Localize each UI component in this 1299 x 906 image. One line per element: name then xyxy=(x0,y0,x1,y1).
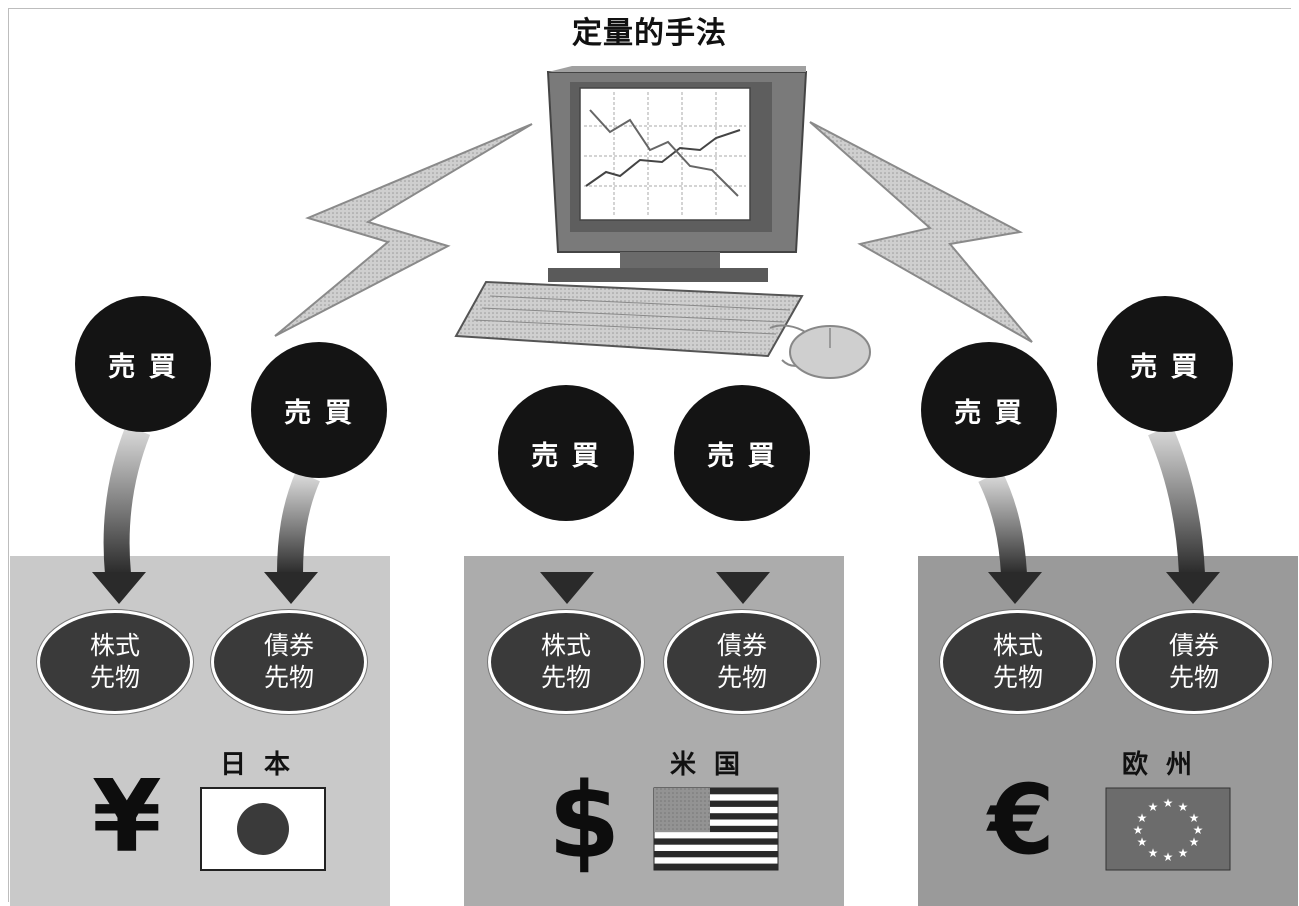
country-label-japan: 日本 xyxy=(220,750,309,780)
bond-futures-europe: 債券先物 xyxy=(1116,610,1272,714)
svg-text:★: ★ xyxy=(1163,796,1174,810)
country-label-usa: 米国 xyxy=(670,750,759,780)
bond-futures-usa: 債券先物 xyxy=(664,610,820,714)
trade-label: 売 買 xyxy=(284,397,354,429)
arrow-europe-stock-icon xyxy=(978,470,1042,604)
usa-flag-icon xyxy=(653,787,779,871)
arrow-usa-bond-icon xyxy=(716,518,770,604)
svg-text:★: ★ xyxy=(1163,850,1174,864)
svg-text:★: ★ xyxy=(1148,846,1159,860)
trade-circle-japan-stock: 売 買 xyxy=(75,296,211,432)
stock-futures-line1: 株式 xyxy=(992,631,1043,660)
arrow-japan-bond-icon xyxy=(264,470,320,604)
trade-label: 売 買 xyxy=(108,351,178,383)
japan-flag-icon xyxy=(200,787,326,871)
svg-text:★: ★ xyxy=(1137,811,1148,825)
stock-futures-line1: 株式 xyxy=(540,631,591,660)
computer-icon xyxy=(454,66,871,379)
dollar-symbol: $ xyxy=(548,760,621,882)
euro-symbol: € xyxy=(988,764,1055,876)
stock-futures-japan: 株式先物 xyxy=(37,610,193,714)
bond-futures-line1: 債券 xyxy=(716,631,767,660)
country-label-europe: 欧州 xyxy=(1122,750,1211,780)
diagram-title: 定量的手法 xyxy=(572,16,727,51)
trade-circle-japan-bond: 売 買 xyxy=(251,342,387,478)
bond-futures-japan: 債券先物 xyxy=(211,610,367,714)
trade-circle-europe-stock: 売 買 xyxy=(921,342,1057,478)
eu-flag-icon: ★ ★ ★ ★ ★ ★ ★ ★ ★ ★ ★ ★ xyxy=(1105,787,1231,871)
stock-futures-line2: 先物 xyxy=(540,663,591,692)
arrow-usa-stock-icon xyxy=(540,518,594,604)
svg-text:★: ★ xyxy=(1137,835,1148,849)
trade-label: 売 買 xyxy=(531,440,601,472)
stock-futures-line1: 株式 xyxy=(89,631,140,660)
bond-futures-line1: 債券 xyxy=(263,631,314,660)
lightning-bolt-left-icon xyxy=(274,123,533,337)
trade-circle-europe-bond: 売 買 xyxy=(1097,296,1233,432)
lightning-bolt-right-icon xyxy=(809,121,1033,343)
bond-futures-line2: 先物 xyxy=(1168,663,1219,692)
diagram-frame xyxy=(8,8,1291,902)
svg-text:★: ★ xyxy=(1178,846,1189,860)
svg-text:★: ★ xyxy=(1189,835,1200,849)
bond-futures-line2: 先物 xyxy=(716,663,767,692)
stock-futures-usa: 株式先物 xyxy=(488,610,644,714)
trade-label: 売 買 xyxy=(1130,351,1200,383)
trade-circle-usa-bond: 売 買 xyxy=(674,385,810,521)
bond-futures-line1: 債券 xyxy=(1168,631,1219,660)
stock-futures-line2: 先物 xyxy=(992,663,1043,692)
trade-label: 売 買 xyxy=(954,397,1024,429)
arrow-europe-bond-icon xyxy=(1148,424,1220,604)
bond-futures-line2: 先物 xyxy=(263,663,314,692)
svg-text:★: ★ xyxy=(1148,800,1159,814)
svg-text:★: ★ xyxy=(1193,823,1204,837)
arrow-japan-stock-icon xyxy=(92,425,151,604)
svg-text:★: ★ xyxy=(1178,800,1189,814)
svg-text:★: ★ xyxy=(1189,811,1200,825)
trade-label: 売 買 xyxy=(707,440,777,472)
svg-text:★: ★ xyxy=(1133,823,1144,837)
trade-circle-usa-stock: 売 買 xyxy=(498,385,634,521)
stock-futures-line2: 先物 xyxy=(89,663,140,692)
stock-futures-europe: 株式先物 xyxy=(940,610,1096,714)
yen-symbol: ¥ xyxy=(92,758,162,875)
